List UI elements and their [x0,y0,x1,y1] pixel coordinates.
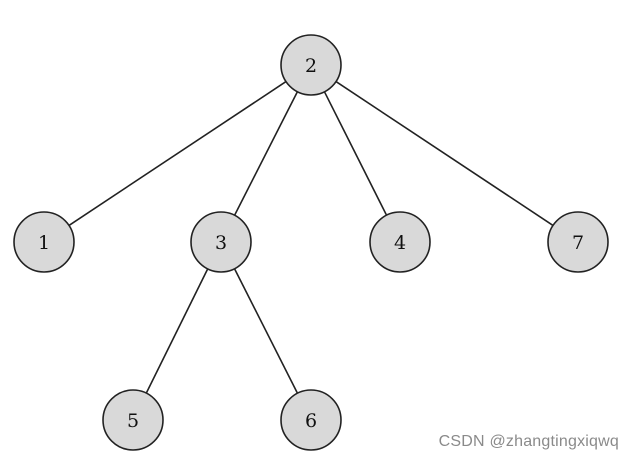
node-4: 4 [369,211,431,273]
node-circle [280,389,342,451]
node-circle [547,211,609,273]
node-6: 6 [280,389,342,451]
node-circle [369,211,431,273]
edge-2-7 [335,80,554,227]
node-5: 5 [102,389,164,451]
edge-2-3 [233,91,299,216]
edge-3-5 [145,268,209,394]
edge-2-1 [68,80,287,227]
edge-layer [68,80,554,394]
node-label: 6 [305,410,317,432]
node-3: 3 [190,211,252,273]
node-label: 3 [215,232,227,254]
node-circle [102,389,164,451]
node-7: 7 [547,211,609,273]
node-label: 7 [572,232,584,254]
node-label: 1 [38,232,50,254]
watermark: CSDN @zhangtingxiqwq [438,433,619,450]
node-circle [190,211,252,273]
node-circle [13,211,75,273]
node-layer: 2 1 3 4 7 5 6 [13,34,609,451]
node-2: 2 [280,34,342,96]
node-1: 1 [13,211,75,273]
node-label: 5 [127,410,139,432]
node-circle [280,34,342,96]
node-label: 2 [305,55,317,77]
edge-3-6 [233,268,299,394]
node-label: 4 [394,232,406,254]
edge-2-4 [323,91,388,216]
